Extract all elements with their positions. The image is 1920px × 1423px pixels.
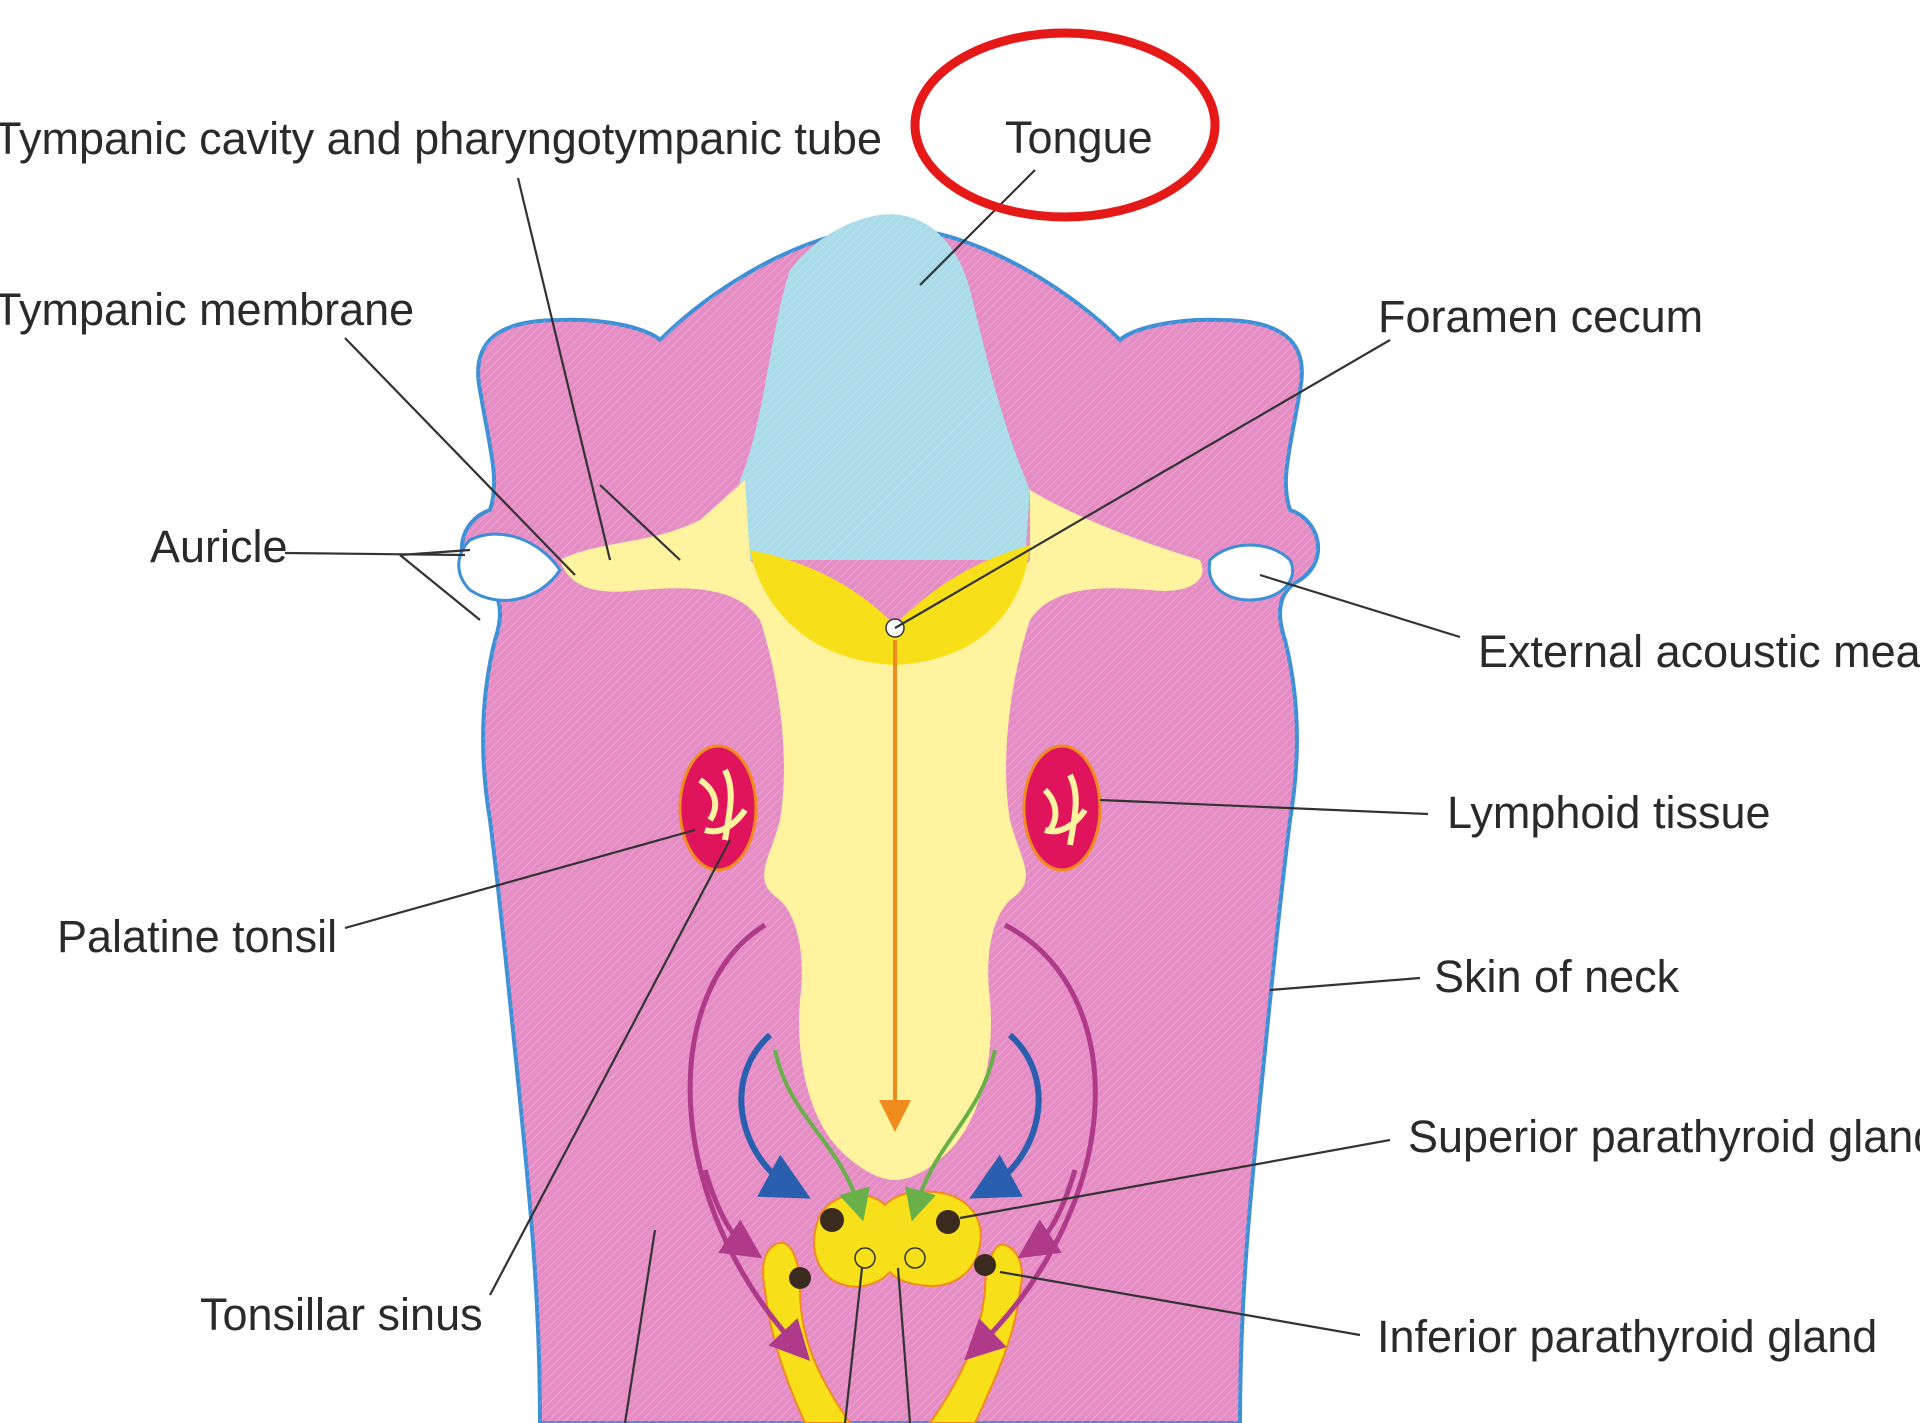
label-foramen-cecum: Foramen cecum	[1378, 291, 1703, 342]
label-tonsillar-sinus: Tonsillar sinus	[200, 1289, 483, 1340]
left-superior-parathyroid	[820, 1208, 844, 1232]
label-auricle: Auricle	[150, 521, 288, 572]
left-inferior-parathyroid	[789, 1267, 811, 1289]
label-skin-of-neck: Skin of neck	[1434, 951, 1680, 1002]
label-tympanic-membrane: Tympanic membrane	[0, 284, 414, 335]
label-inferior-parathyroid: Inferior parathyroid gland	[1377, 1311, 1877, 1362]
right-lymphoid-tissue	[1024, 746, 1100, 870]
label-external-acoustic: External acoustic meat	[1478, 626, 1920, 677]
right-inferior-parathyroid	[974, 1254, 996, 1276]
label-lymphoid-tissue: Lymphoid tissue	[1447, 787, 1771, 838]
label-superior-parathyroid: Superior parathyroid gland	[1408, 1111, 1920, 1162]
left-palatine-tonsil	[680, 746, 756, 870]
label-tongue: Tongue	[1005, 112, 1153, 163]
label-palatine-tonsil: Palatine tonsil	[57, 911, 337, 962]
right-superior-parathyroid	[936, 1210, 960, 1234]
label-tympanic-cavity: Tympanic cavity and pharyngotympanic tub…	[0, 113, 882, 164]
right-ear-notch	[1209, 545, 1292, 600]
